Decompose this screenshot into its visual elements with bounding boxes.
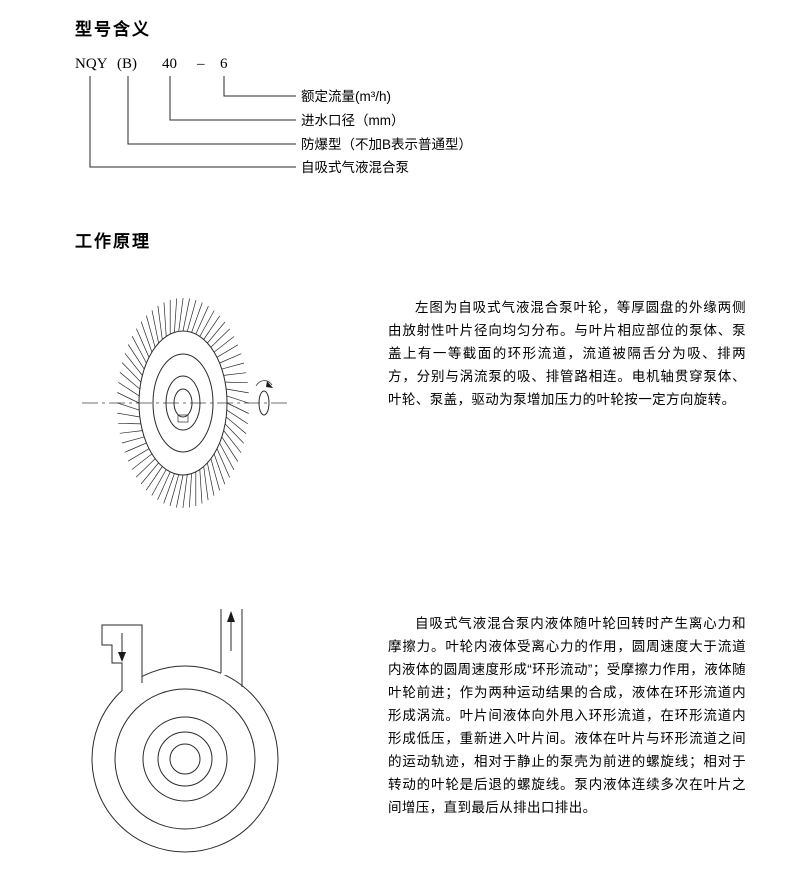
suction-arrowhead-icon bbox=[118, 652, 126, 662]
casing-circle-icon bbox=[142, 716, 228, 802]
working-principle-paragraph: 自吸式气液混合泵内液体随叶轮回转时产生离心力和摩擦力。叶轮内液体受离心力的作用，… bbox=[388, 616, 746, 815]
model-code-leader-lines bbox=[89, 76, 296, 168]
section-title-model-meaning: 型号含义 bbox=[75, 20, 151, 39]
shaft-circle-icon bbox=[169, 743, 201, 775]
model-code-label-flow: 额定流量(m³/h) bbox=[301, 89, 391, 104]
model-code-explosionproof: (B) bbox=[117, 56, 137, 72]
model-code-dash: – bbox=[197, 56, 205, 72]
impeller-rim-icon bbox=[138, 330, 228, 476]
annular-channel-icon bbox=[114, 688, 256, 830]
impeller-description-paragraph: 左图为自吸式气液混合泵叶轮，等厚圆盘的外缘两侧由放射性叶片径向均匀分布。与叶片相… bbox=[388, 300, 746, 407]
rotation-arrow-icon bbox=[255, 380, 273, 387]
volute-outline-icon bbox=[91, 665, 279, 853]
model-code-label-pump-type: 自吸式气液混合泵 bbox=[301, 160, 409, 175]
section-title-working-principle: 工作原理 bbox=[75, 232, 151, 251]
impeller-keyway-icon bbox=[177, 414, 189, 423]
rotation-arrowhead-icon bbox=[266, 381, 273, 388]
impeller-disk-icon bbox=[152, 353, 214, 453]
model-code-inlet-size: 40 bbox=[162, 56, 177, 72]
impeller-drawing bbox=[82, 297, 288, 509]
hub-circle-icon bbox=[157, 731, 213, 787]
model-code-label-explosionproof: 防爆型（不加B表示普通型） bbox=[301, 137, 473, 152]
model-code-flow: 6 bbox=[220, 56, 228, 72]
suction-inlet-icon bbox=[101, 624, 143, 691]
pump-casing-drawing bbox=[91, 607, 279, 853]
rotation-indicator-icon bbox=[258, 390, 270, 416]
impeller-shaft-hole-icon bbox=[173, 388, 193, 418]
discharge-arrowhead-icon bbox=[227, 611, 235, 622]
impeller-blades-icon bbox=[116, 297, 250, 509]
model-code-series: NQY bbox=[75, 56, 108, 72]
model-code-label-inlet: 进水口径（mm） bbox=[301, 113, 405, 128]
impeller-hub-icon bbox=[165, 375, 201, 431]
